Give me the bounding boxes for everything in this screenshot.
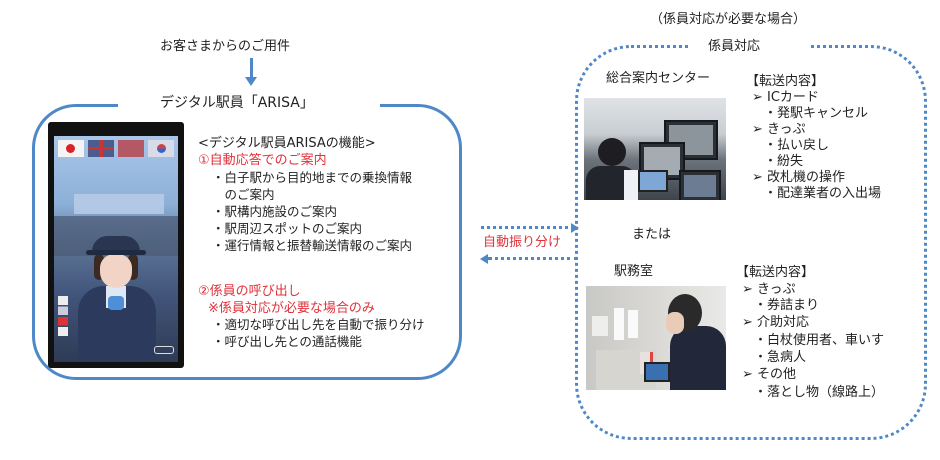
auto-routing-label: 自動振り分け bbox=[483, 235, 562, 250]
section1-item: ・白子駅から目的地までの乗換情報 bbox=[212, 170, 413, 185]
clerk-face bbox=[666, 312, 684, 334]
tablet bbox=[644, 362, 670, 382]
station-office-photo bbox=[586, 286, 726, 390]
office-group-head: ➢ きっぷ bbox=[742, 282, 796, 297]
section2-item: ・呼び出し先との通話機能 bbox=[212, 334, 362, 349]
down-arrow-shaft bbox=[250, 58, 253, 78]
avatar-hair bbox=[128, 254, 138, 280]
arrow-left-icon bbox=[480, 254, 488, 264]
office-group-item: ・白杖使用者、車いす bbox=[754, 333, 885, 348]
staff-condition-label: （係員対応が必要な場合） bbox=[650, 12, 807, 27]
center-group-item: ・紛失 bbox=[764, 154, 804, 169]
section1-item: のご案内 bbox=[212, 187, 275, 202]
arisa-title: デジタル駅員「ARISA」 bbox=[160, 95, 314, 111]
office-group-head: ➢ 介助対応 bbox=[742, 315, 810, 330]
arisa-title-background bbox=[118, 93, 380, 115]
avatar-scarf bbox=[108, 296, 124, 310]
avatar-face bbox=[100, 254, 132, 288]
center-transfer-title: 【転送内容】 bbox=[746, 74, 825, 89]
staff-title-background bbox=[690, 36, 810, 58]
clerk-body bbox=[670, 326, 726, 390]
info-center-label: 総合案内センター bbox=[606, 71, 711, 86]
office-group-head: ➢ その他 bbox=[742, 367, 797, 382]
center-group-item: ・発駅キャンセル bbox=[764, 106, 869, 121]
arisa-kiosk-image bbox=[48, 122, 184, 368]
notice-paper bbox=[592, 316, 608, 336]
station-office-label: 駅務室 bbox=[614, 264, 654, 279]
avatar-hair bbox=[94, 254, 104, 280]
office-group-item: ・落とし物（線路上） bbox=[754, 385, 885, 400]
route-arrow-left-line bbox=[488, 257, 578, 260]
avatar-hat-brim bbox=[86, 250, 146, 255]
features-title: <デジタル駅員ARISAの機能> bbox=[198, 136, 376, 151]
info-center-photo bbox=[584, 98, 726, 200]
operator-head bbox=[598, 138, 626, 166]
or-label: または bbox=[632, 227, 672, 242]
kiosk-screen bbox=[54, 136, 178, 362]
avatar-hat bbox=[92, 236, 140, 254]
office-transfer-title: 【転送内容】 bbox=[736, 265, 815, 280]
center-group-head: ➢ ICカード bbox=[752, 90, 819, 105]
section1-item: ・駅周辺スポットのご案内 bbox=[212, 221, 363, 236]
japan-flag-icon bbox=[58, 140, 84, 157]
device-badge bbox=[154, 346, 174, 354]
tablet bbox=[638, 170, 668, 192]
section2-heading: ②係員の呼び出し bbox=[198, 284, 301, 299]
mini-language-flags bbox=[58, 296, 68, 336]
section2-item: ・適切な呼び出し先を自動で振り分け bbox=[212, 317, 425, 332]
section1-item: ・運行情報と振替輸送情報のご案内 bbox=[212, 238, 413, 253]
china-flag-icon bbox=[118, 140, 144, 157]
customer-request-label: お客さまからのご用件 bbox=[160, 39, 291, 54]
office-group-item: ・券詰まり bbox=[754, 298, 820, 313]
down-arrow-icon bbox=[245, 77, 257, 86]
notice-paper bbox=[614, 308, 624, 340]
section1-item: ・駅構内施設のご案内 bbox=[212, 204, 338, 219]
station-sign bbox=[74, 194, 164, 214]
center-group-head: ➢ きっぷ bbox=[752, 122, 806, 137]
staff-response-title: 係員対応 bbox=[708, 39, 761, 54]
uk-flag-icon bbox=[88, 140, 114, 157]
center-group-item: ・配達業者の入出場 bbox=[764, 186, 882, 201]
operator-shirt bbox=[624, 170, 638, 200]
office-group-item: ・急病人 bbox=[754, 350, 807, 365]
section2-note: ※係員対応が必要な場合のみ bbox=[208, 301, 375, 316]
section1-heading: ①自動応答でのご案内 bbox=[198, 153, 327, 168]
route-arrow-right-line bbox=[481, 226, 574, 229]
notice-paper bbox=[628, 310, 638, 338]
monitor bbox=[679, 170, 721, 200]
korea-flag-icon bbox=[148, 140, 174, 157]
center-group-head: ➢ 改札機の操作 bbox=[752, 170, 846, 185]
center-group-item: ・払い戻し bbox=[764, 138, 830, 153]
